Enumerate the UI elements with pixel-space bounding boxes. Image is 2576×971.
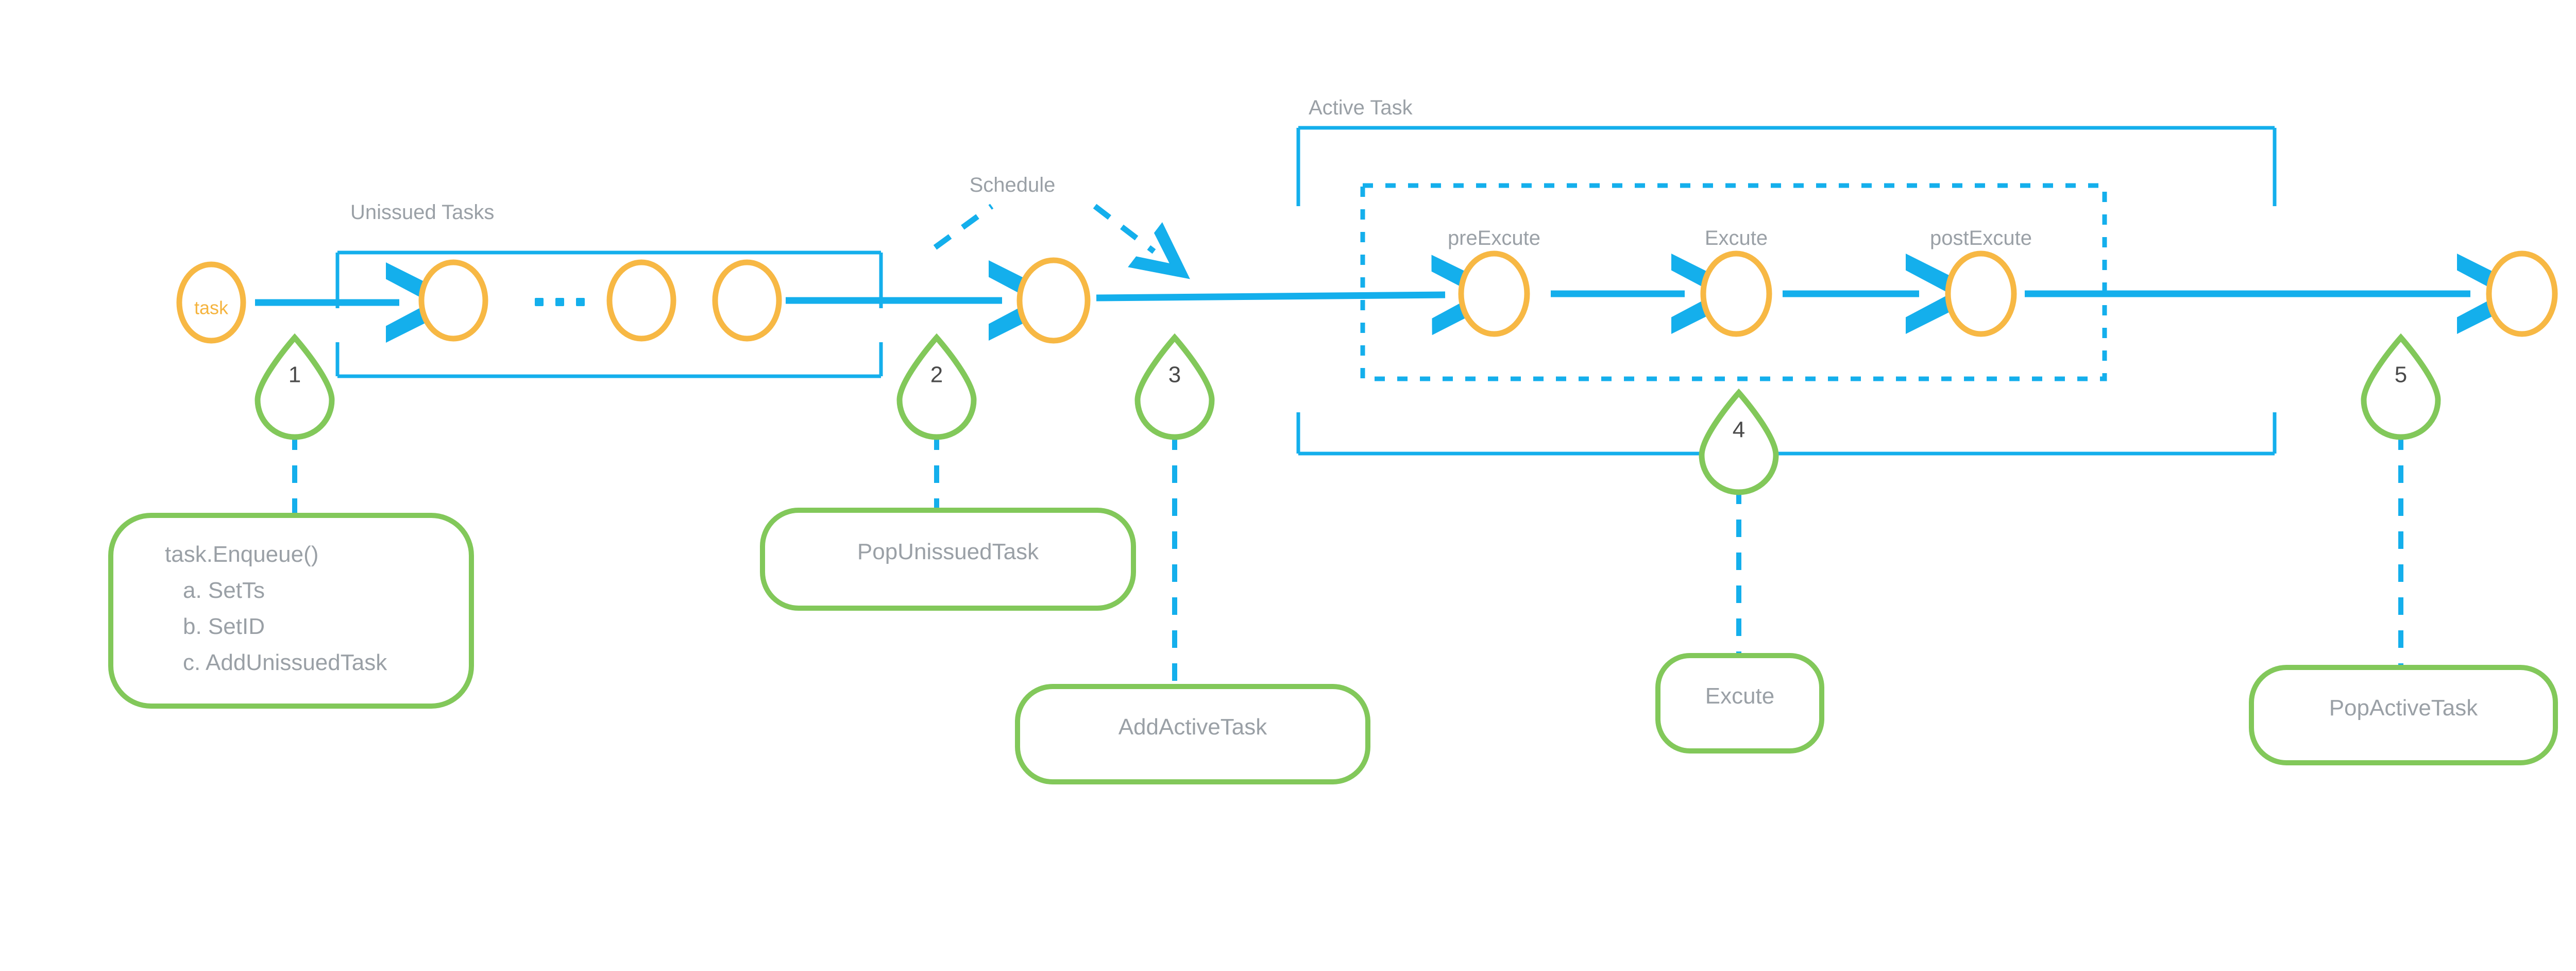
step-marker-3-shape[interactable]	[1134, 333, 1215, 440]
task-nodes	[176, 250, 2558, 344]
callout-pop-unissued-label: PopUnissuedTask	[857, 539, 1039, 564]
flow-arrows	[255, 254, 2537, 343]
callout-enqueue-item-0: a. SetTs	[183, 578, 265, 603]
unissued-tasks-bracket-bottom	[335, 342, 883, 378]
unissued-tasks-label: Unissued Tasks	[350, 201, 494, 224]
stage-label-preexcute: preExcute	[1448, 227, 1540, 249]
callout-boxes	[108, 508, 2558, 784]
active-task-bracket-top	[1296, 126, 2277, 206]
node-queue-2[interactable]	[606, 259, 676, 342]
active-task-label: Active Task	[1309, 96, 1413, 119]
schedule-dashed-arrows	[933, 204, 1190, 279]
unissued-tasks-bracket-top	[335, 250, 883, 308]
flow-arrow-schedule-to-preexcute	[1096, 255, 1512, 336]
callout-enqueue-item-1: b. SetID	[183, 614, 265, 639]
step-marker-1-number: 1	[289, 362, 301, 388]
callout-box-add-active[interactable]	[1015, 684, 1370, 784]
node-preexcute[interactable]	[1458, 250, 1530, 337]
step-markers	[255, 333, 2441, 495]
node-done[interactable]	[2486, 250, 2558, 337]
step-marker-5-shape[interactable]	[2361, 333, 2441, 440]
callout-add-active-label: AddActiveTask	[1118, 714, 1268, 740]
node-schedule[interactable]	[1016, 257, 1091, 344]
node-postexcute[interactable]	[1945, 250, 2017, 337]
step-marker-4-number: 4	[1733, 417, 1745, 443]
node-queue-3[interactable]	[712, 259, 782, 342]
callout-pop-active-label: PopActiveTask	[2329, 695, 2479, 721]
queue-ellipsis-icon	[535, 298, 585, 306]
schedule-arrow-left	[933, 204, 994, 250]
step-marker-1-shape[interactable]	[255, 333, 335, 440]
node-excute[interactable]	[1700, 250, 1772, 337]
step-marker-3-number: 3	[1168, 362, 1181, 388]
schedule-arrow-right	[1093, 204, 1190, 279]
callout-enqueue-item-2: c. AddUnissuedTask	[183, 650, 387, 675]
step-marker-2-number: 2	[930, 362, 943, 388]
step-marker-4-shape[interactable]	[1699, 388, 1779, 495]
callout-box-pop-active[interactable]	[2249, 665, 2558, 765]
callout-box-enqueue[interactable]	[108, 513, 474, 709]
step-marker-2-shape[interactable]	[896, 333, 977, 440]
active-task-bracket-bottom	[1296, 412, 2277, 456]
callout-enqueue-title: task.Enqueue()	[165, 542, 318, 567]
node-task[interactable]	[176, 261, 246, 344]
stage-label-postexcute: postExcute	[1930, 227, 2032, 249]
excute-stage-group-outline	[1360, 183, 2107, 381]
stage-label-excute: Excute	[1705, 227, 1768, 249]
callout-box-pop-unissued[interactable]	[760, 508, 1136, 611]
step-marker-5-number: 5	[2395, 362, 2407, 388]
callout-excute-label: Excute	[1705, 683, 1775, 709]
callout-box-excute[interactable]	[1655, 653, 1824, 754]
schedule-label: Schedule	[970, 174, 1056, 196]
node-task-label: task	[194, 297, 229, 319]
marker-leader-lines	[292, 399, 2403, 687]
node-queue-1[interactable]	[418, 259, 488, 342]
